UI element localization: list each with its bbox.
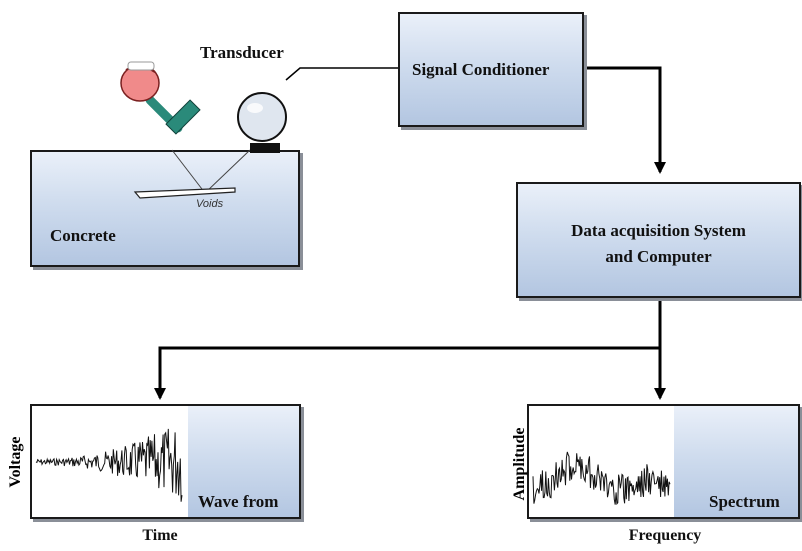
transducer-to-conditioner-line [285, 67, 398, 81]
hand-icon [120, 61, 160, 102]
spectrum-trace [532, 451, 671, 506]
daq-label-line1: Data acquisition System [571, 221, 746, 240]
transducer-base [250, 143, 280, 153]
conditioner-to-daq-arrow [583, 66, 666, 174]
spectrum-box: Spectrum [527, 404, 800, 519]
daq-to-wave-arrow [154, 346, 660, 400]
frequency-axis-label: Frequency [628, 527, 702, 544]
concrete-label: Concrete [50, 226, 116, 245]
time-axis-label: Time [142, 527, 178, 544]
spectrum-label: Spectrum [709, 492, 780, 511]
daq-label-line2: and Computer [605, 247, 712, 266]
waveform-label: Wave from [198, 492, 279, 511]
signal-conditioner-box: Signal Conditioner [398, 12, 584, 127]
void-shape [133, 187, 236, 199]
waveform-trace [35, 428, 183, 502]
transducer-label: Transducer [200, 43, 284, 62]
signal-conditioner-label: Signal Conditioner [412, 60, 550, 79]
voids-label: Voids [196, 198, 224, 210]
concrete-block [30, 150, 300, 267]
hammer-icon [145, 95, 201, 135]
daq-box: Data acquisition System and Computer [516, 182, 801, 298]
